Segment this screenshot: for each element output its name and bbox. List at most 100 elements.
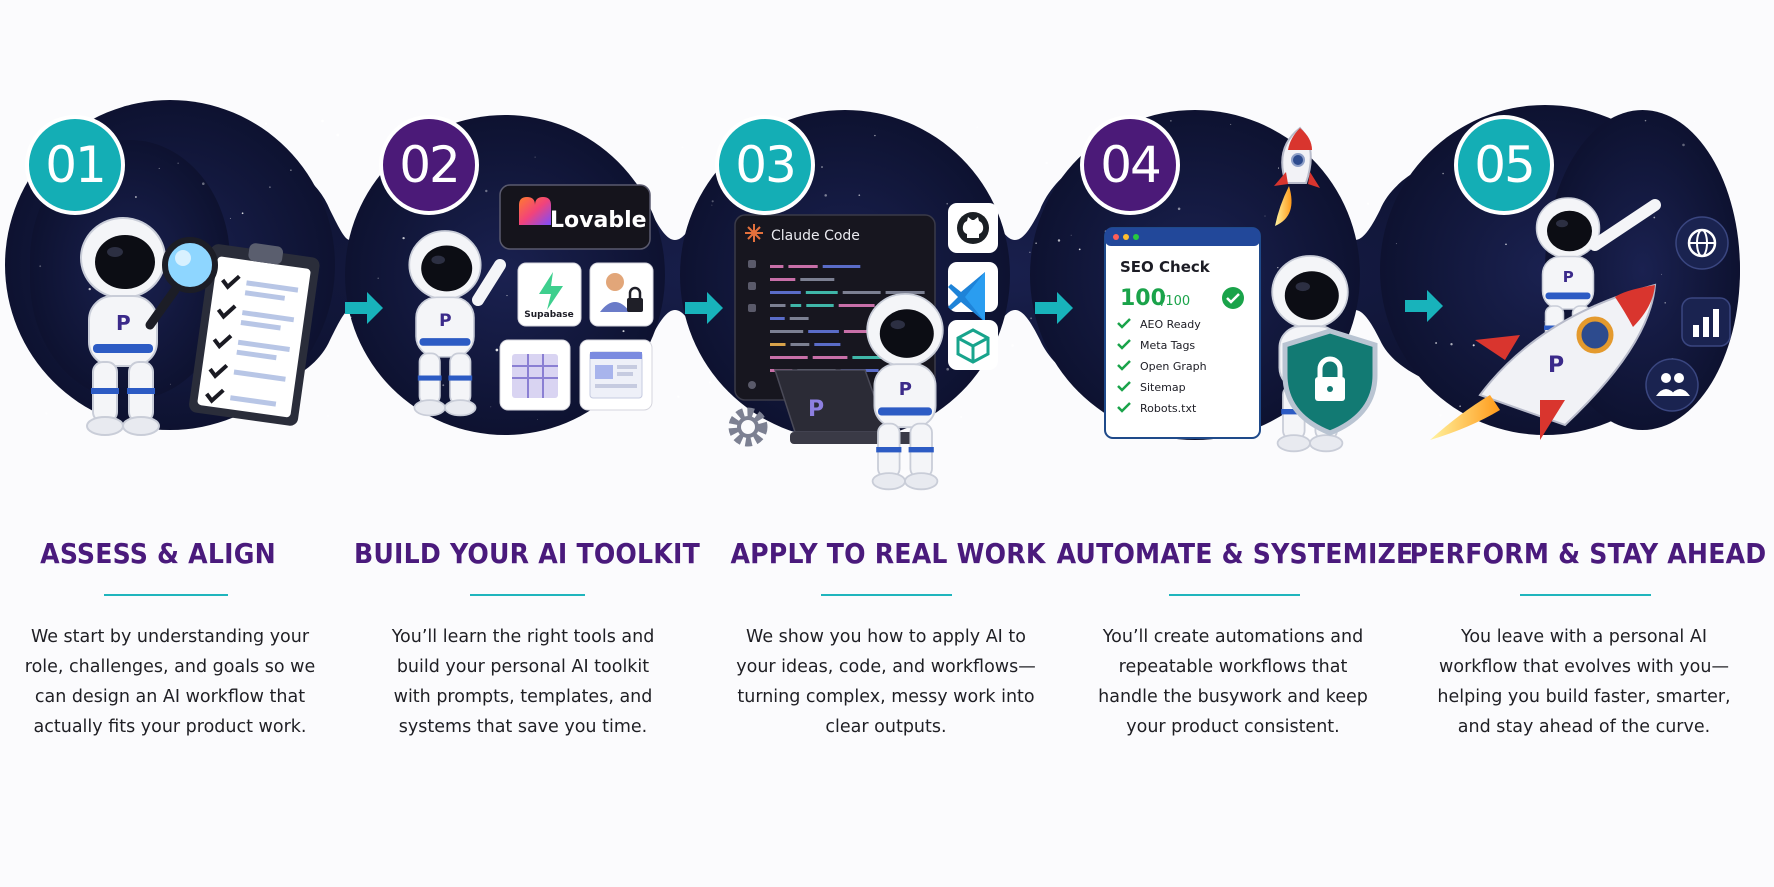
star	[88, 287, 91, 291]
star	[71, 211, 74, 214]
star	[1170, 120, 1172, 122]
seo-card-title: SEO Check	[1120, 258, 1211, 276]
code-line	[770, 278, 796, 281]
star	[1435, 342, 1438, 344]
code-line	[790, 304, 802, 307]
star	[1439, 414, 1442, 417]
star	[946, 202, 948, 205]
star	[1653, 216, 1656, 219]
code-line	[770, 291, 801, 294]
star	[169, 383, 171, 385]
star	[681, 146, 684, 149]
code-line	[885, 291, 925, 294]
supabase-bolt-icon: Supabase	[517, 262, 582, 327]
step-4-number-badge: 04	[1084, 119, 1176, 211]
star	[1277, 266, 1279, 269]
star	[264, 122, 268, 126]
globe-icon	[1675, 216, 1729, 270]
check-icon	[1117, 318, 1131, 329]
star	[39, 265, 42, 268]
code-line	[770, 304, 786, 307]
seo-check-item: Sitemap	[1117, 381, 1186, 394]
check-icon	[1117, 402, 1131, 413]
star	[1366, 202, 1370, 205]
step-5-title: PERFORM & STAY AHEAD	[1409, 537, 1767, 570]
svg-text:P: P	[808, 397, 824, 422]
code-line	[812, 356, 848, 359]
star	[1029, 251, 1031, 253]
seo-check-item: Meta Tags	[1117, 339, 1195, 352]
check-icon	[1117, 339, 1131, 350]
check-circle-icon	[1222, 287, 1244, 309]
star	[1442, 172, 1444, 175]
code-line	[814, 343, 841, 346]
flow-arrow-2	[685, 292, 723, 324]
star	[202, 182, 205, 185]
bar-chart-icon	[1681, 297, 1731, 347]
star	[613, 150, 616, 153]
seo-check-item: AEO Ready	[1117, 318, 1201, 331]
step-3-divider	[821, 594, 952, 596]
supabase-label: Supabase	[524, 310, 573, 320]
code-line	[800, 278, 835, 281]
star	[598, 127, 600, 129]
code-line	[808, 330, 839, 333]
star	[1230, 123, 1232, 125]
code-line	[806, 304, 834, 307]
check-icon	[1117, 360, 1131, 371]
svg-text:P: P	[1548, 353, 1564, 378]
star	[1177, 207, 1181, 211]
star	[506, 295, 508, 297]
magnifier-icon	[145, 237, 218, 330]
star	[695, 194, 697, 196]
code-line	[843, 330, 880, 333]
star	[677, 395, 680, 398]
code-line	[790, 343, 810, 346]
star	[1045, 161, 1048, 165]
seo-check-item: Robots.txt	[1117, 402, 1197, 415]
seo-check-label: AEO Ready	[1140, 318, 1201, 331]
step-1-divider	[104, 594, 228, 596]
star	[354, 210, 356, 212]
vscode-icon	[948, 262, 998, 322]
star	[402, 236, 405, 240]
star	[45, 412, 48, 415]
step-3-title: APPLY TO REAL WORK	[730, 537, 1046, 570]
star	[1035, 242, 1037, 244]
star	[290, 169, 292, 171]
dashboard-template-icon	[579, 339, 653, 411]
checklist-clipboard-icon	[189, 243, 320, 426]
shield-lock-icon	[1282, 328, 1378, 436]
flow-arrow-1	[345, 292, 383, 324]
claude-spark-icon	[745, 224, 763, 242]
flow-arrow-4	[1405, 290, 1443, 322]
step-2-title: BUILD YOUR AI TOOLKIT	[354, 537, 700, 570]
rocket-icon: P	[1430, 283, 1657, 440]
step-2-number-badge: 02	[383, 119, 475, 211]
gear-icon	[728, 407, 768, 447]
users-icon	[1645, 358, 1699, 412]
star	[177, 162, 179, 164]
star	[1078, 248, 1081, 251]
star	[336, 133, 340, 137]
code-line	[770, 317, 785, 320]
star	[1011, 344, 1014, 347]
star	[1395, 243, 1397, 245]
claude-code-title: Claude Code	[771, 228, 860, 244]
star	[1070, 234, 1072, 236]
code-line	[788, 265, 818, 268]
star	[1057, 239, 1061, 242]
star	[1030, 317, 1033, 320]
code-line	[770, 356, 808, 359]
star	[1690, 414, 1692, 416]
seo-score: 100	[1120, 286, 1166, 311]
star	[1459, 405, 1461, 408]
code-line	[852, 356, 882, 359]
star	[1682, 143, 1685, 147]
star	[1450, 343, 1453, 346]
star	[1693, 120, 1696, 123]
star	[442, 384, 445, 387]
